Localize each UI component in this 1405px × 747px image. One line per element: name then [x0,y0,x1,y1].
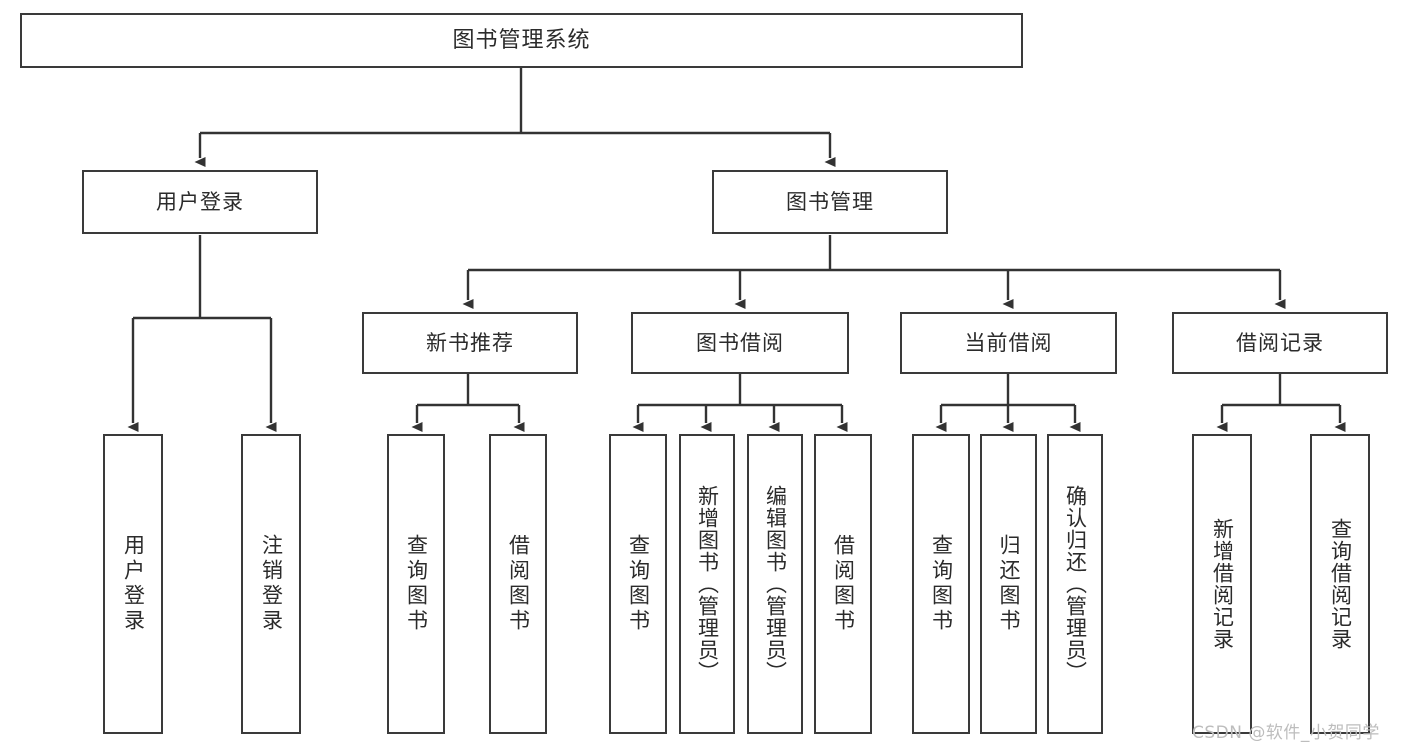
edges-book-mgmt-to-level3 [462,235,1286,309]
node-current-borrow[interactable]: 当前借阅 [900,312,1117,374]
leaf-query-borrow-record[interactable]: 查询借阅记录 [1310,434,1370,734]
node-new-book-recommend[interactable]: 新书推荐 [362,312,578,374]
leaf-return-book[interactable]: 归还图书 [980,434,1037,734]
leaf-logout[interactable]: 注销登录 [241,434,301,734]
edges-book-borrow-to-leaves [632,374,848,432]
node-borrow-record[interactable]: 借阅记录 [1172,312,1388,374]
leaf-query-book-new[interactable]: 查询图书 [387,434,445,734]
node-book-management[interactable]: 图书管理 [712,170,948,234]
leaf-borrow-book[interactable]: 借阅图书 [814,434,872,734]
leaf-edit-book-admin[interactable]: 编辑图书（管理员） [747,434,803,734]
edges-new-book-to-leaves [411,374,525,432]
edges-user-login-to-leaves [127,235,277,432]
edges-current-borrow-to-leaves [935,374,1081,432]
edges-borrow-record-to-leaves [1216,374,1346,432]
leaf-user-login[interactable]: 用户登录 [103,434,163,734]
leaf-confirm-return-admin[interactable]: 确认归还（管理员） [1047,434,1103,734]
leaf-add-book-admin[interactable]: 新增图书（管理员） [679,434,735,734]
leaf-add-borrow-record[interactable]: 新增借阅记录 [1192,434,1252,734]
leaf-query-book-current[interactable]: 查询图书 [912,434,970,734]
edges-root-to-level2 [194,68,836,167]
node-book-borrow[interactable]: 图书借阅 [631,312,849,374]
node-user-login[interactable]: 用户登录 [82,170,318,234]
csdn-watermark: CSDN @软件_小贺同学 [1192,723,1380,743]
node-root-system[interactable]: 图书管理系统 [20,13,1023,68]
leaf-query-book-borrow[interactable]: 查询图书 [609,434,667,734]
leaf-borrow-book-new[interactable]: 借阅图书 [489,434,547,734]
